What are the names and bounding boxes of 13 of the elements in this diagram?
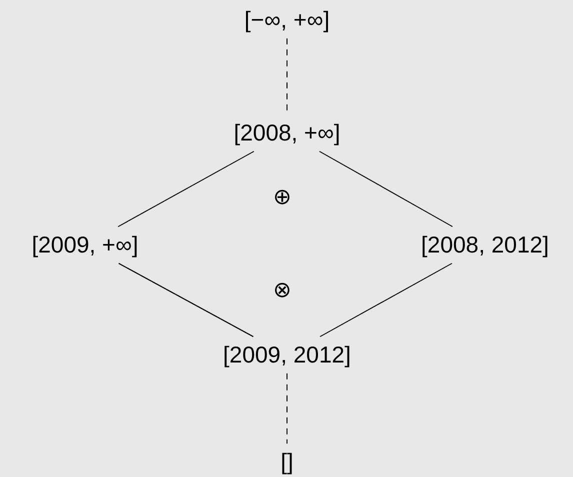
interval-label: [2008, 2012] — [421, 230, 549, 260]
line — [118, 150, 254, 228]
line — [318, 150, 454, 228]
interval-label: [2009, 2012] — [223, 340, 351, 370]
interval-label: [] — [280, 448, 294, 476]
line — [320, 262, 452, 338]
interval-label: [2008, +∞] — [234, 118, 340, 148]
interval-label: [−∞, +∞] — [244, 6, 330, 34]
line — [118, 262, 254, 338]
operator-symbol: ⊕ — [273, 186, 291, 208]
interval-label: [2009, +∞] — [32, 230, 138, 260]
dashed-line — [286, 372, 288, 444]
operator-symbol: ⊗ — [273, 279, 291, 301]
